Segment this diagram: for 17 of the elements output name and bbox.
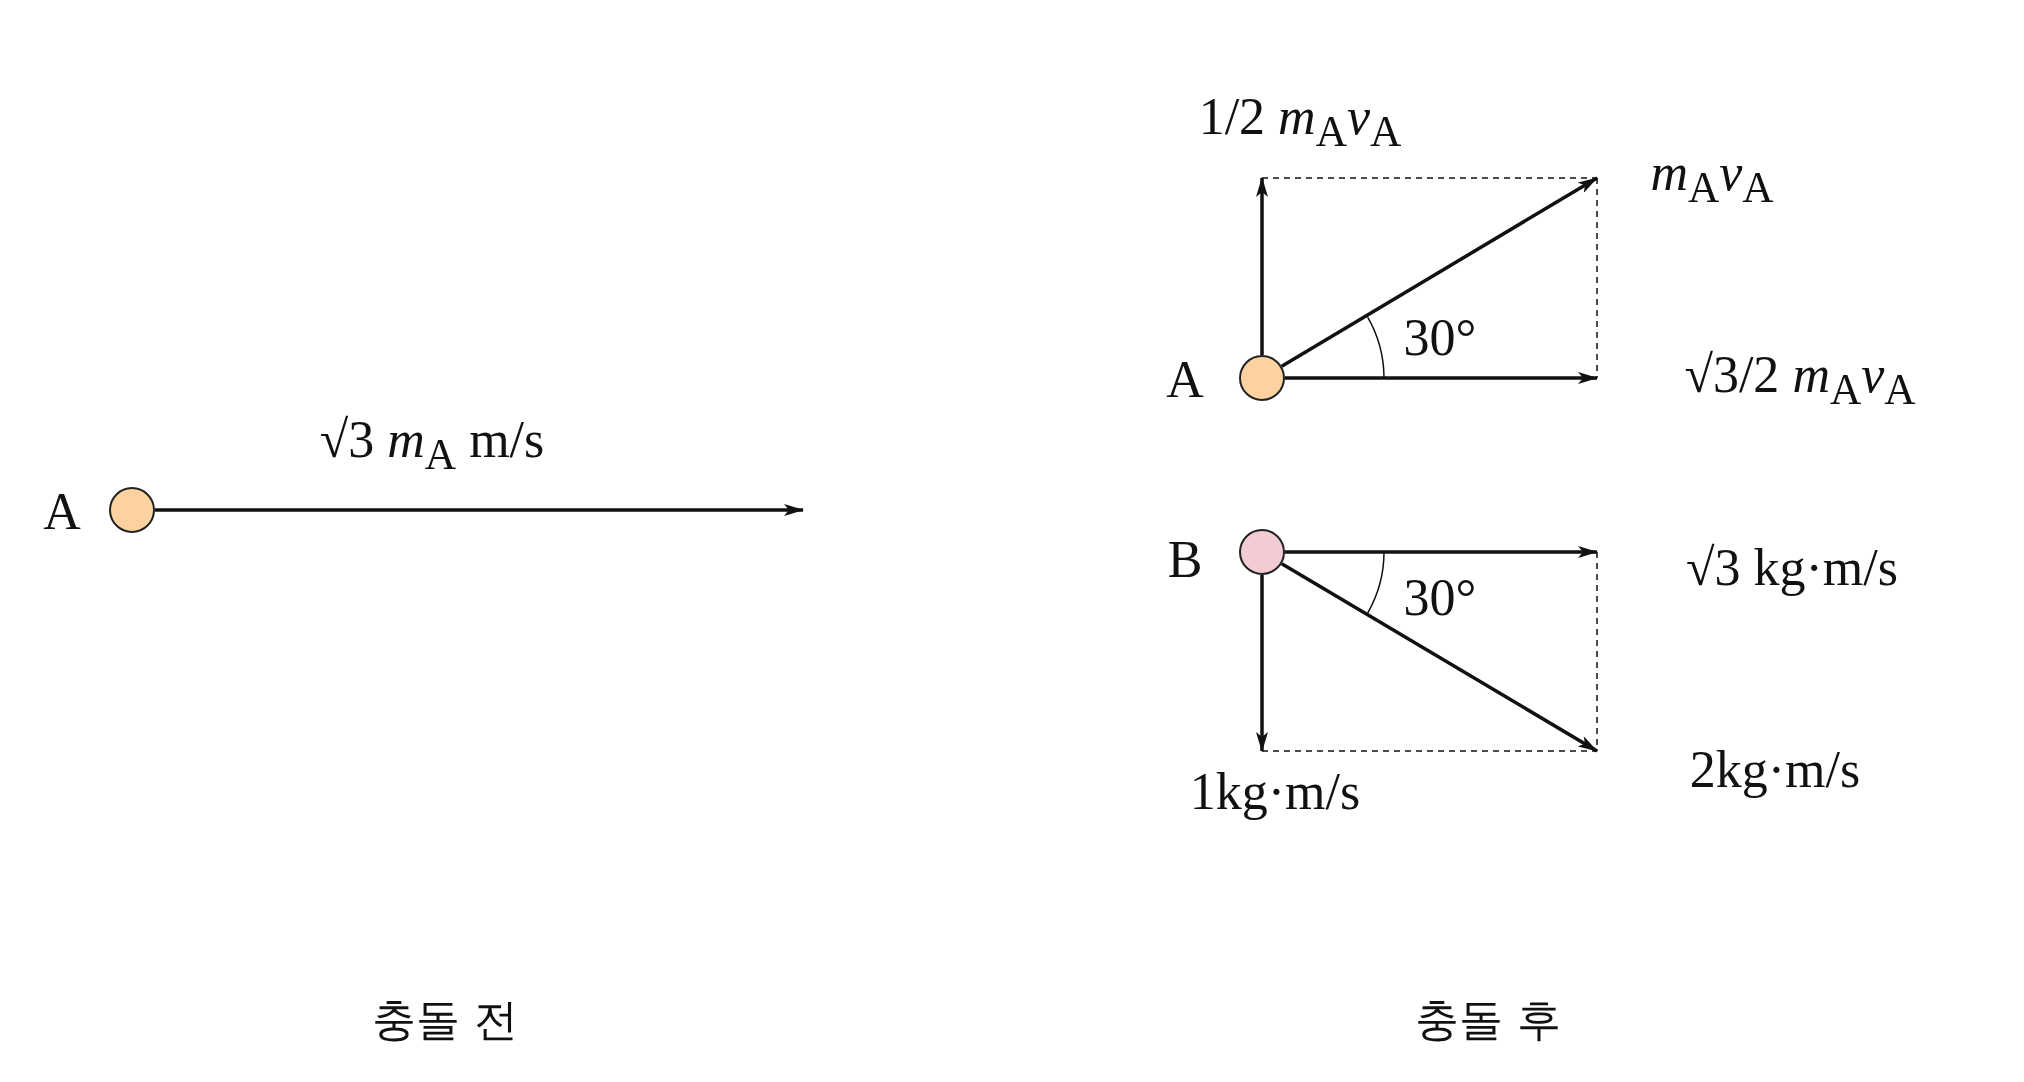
object-label: B [1167,534,1203,586]
arrow [1256,177,1268,355]
ball-circle [1239,529,1285,575]
angle-label: 30° [1403,312,1477,364]
arrow [1280,176,1598,368]
arrow [1285,546,1598,558]
ball-circle [1239,355,1285,401]
caption: 충돌 후 [1415,998,1561,1042]
angle-label: 30° [1403,572,1477,624]
object-label: A [43,486,81,538]
arrow [155,504,804,516]
object-label: A [1166,354,1204,406]
arrow [1256,575,1268,752]
caption: 충돌 전 [372,998,518,1042]
ball-circle [109,487,155,533]
arrow [1285,372,1598,384]
arrow [1280,562,1598,753]
